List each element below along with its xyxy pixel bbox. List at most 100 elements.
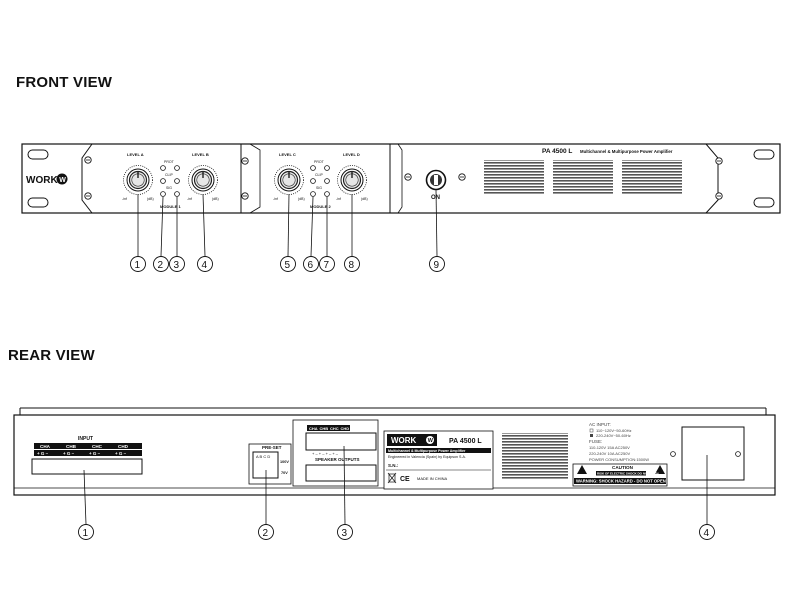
callout-number: 5 [285,260,291,271]
front-callouts [137,189,438,257]
input-terminal-block[interactable] [31,458,143,475]
brand-mark-icon [426,436,434,444]
level-b-db: (dB) [212,197,219,201]
power-on-label: ON [431,195,440,201]
callout-line [310,196,314,257]
output-header-bar [307,425,350,431]
level-b-label: LEVEL B [192,152,209,157]
screw-icon [715,192,723,200]
rear-panel: INPUT CHA CHB CHC CHD + G – + G – + G – … [13,407,776,496]
made-in-china: MADE IN CHINA [417,476,448,481]
callout-number: 3 [174,260,180,271]
rack-slot [27,149,49,160]
weee-bin-icon [388,473,396,483]
callout-number: 6 [308,260,314,271]
input-pin-bar [34,450,142,456]
rear-model-desc: Multichannel & Multipurpose Power Amplif… [388,449,466,453]
led-icon [310,191,316,197]
front-brand-mark: W [59,177,66,184]
serial-number-label: S.N.: [388,463,399,468]
caution-sub: RISK OF ELECTRIC SHOCK DO NOT OPEN [597,472,659,476]
screw-icon [715,157,723,165]
callout-number: 4 [704,528,710,539]
module-2-label: MODULE 2 [310,204,331,209]
rack-slot [27,197,49,208]
led-icon [310,178,316,184]
output-chc: CHC [330,426,339,431]
callout-line [435,189,438,257]
output-polarity: + – + – + – + – [312,451,339,456]
screw-icon [670,451,676,457]
input-chd: CHD [118,444,129,449]
module-1-label: MODULE 1 [160,204,181,209]
rear-vent-grille [502,433,568,479]
voltage-check-box [590,434,593,437]
speaker-terminal-upper[interactable] [305,432,377,451]
led-icon [324,178,330,184]
front-callout-circles [130,256,445,272]
fuse-line-2: 220-240V 10A AC250V [589,451,630,456]
prot-label: PROT [314,160,325,164]
power-inlet[interactable] [681,426,745,481]
power-switch-rocker [434,175,438,185]
led-icon [160,165,166,171]
clip-label: CLIP [315,173,323,177]
input-pins: + G – [37,451,49,456]
caution-title: CAUTION [612,465,634,470]
warning-text: WARNING: SHOCK HAZARD - DO NOT OPEN [576,479,666,484]
callout-number: 2 [263,528,269,539]
input-pins: + G – [89,451,101,456]
callout-line [83,469,87,525]
rear-brand-logo: WORK [391,436,417,445]
sig-label: SIG [166,186,172,190]
input-header-bar [34,443,142,449]
preset-70v: 70V [281,471,288,475]
ce-mark: CE [400,476,410,483]
input-pins: + G – [115,451,127,456]
speaker-terminal-lower[interactable] [305,464,377,482]
callout-number: 7 [324,260,330,271]
callout-line [343,445,346,525]
level-d-label: LEVEL D [343,152,360,157]
output-chd: CHD [341,426,350,431]
level-c-inf: -inf [273,197,278,201]
panel-contour [81,143,93,214]
callout-number: 4 [202,260,208,271]
caution-bar [596,471,646,476]
level-a-db: (dB) [147,197,154,201]
input-pins: + G – [63,451,75,456]
panel-contour [397,143,403,214]
led-icon [174,178,180,184]
screw-icon [241,157,249,165]
preset-letters: A B C D [256,454,270,459]
level-c-db: (dB) [298,197,305,201]
input-cha: CHA [40,444,51,449]
screw-icon [84,156,92,164]
ac-input-label: AC INPUT: [589,422,611,427]
rear-view-heading: REAR VIEW [8,347,95,364]
output-cha: CHA [309,426,318,431]
led-icon [324,191,330,197]
panel-contour [249,143,261,214]
callout-number: 1 [83,528,89,539]
screw-icon [735,451,741,457]
level-a-inf: -inf [122,197,127,201]
callout-line [160,196,164,257]
output-chb: CHB [320,426,329,431]
rear-brand-mark: W [428,438,434,444]
speaker-outputs-label: SPEAKER OUTPUTS [315,457,360,462]
vent-grille [484,160,544,194]
label-desc-bar [386,448,491,453]
callout-number: 9 [434,260,440,271]
engineered-text: Engineered in Valencia (Spain) by Equips… [388,455,466,459]
level-a-label: LEVEL A [127,152,144,157]
screw-icon [458,173,466,181]
front-view-heading: FRONT VIEW [16,74,113,91]
preset-switch[interactable] [252,451,279,479]
label-logo-box [387,434,437,446]
callout-number: 8 [349,260,355,271]
input-chb: CHB [66,444,77,449]
callout-number: 2 [158,260,164,271]
callout-number: 3 [342,528,348,539]
